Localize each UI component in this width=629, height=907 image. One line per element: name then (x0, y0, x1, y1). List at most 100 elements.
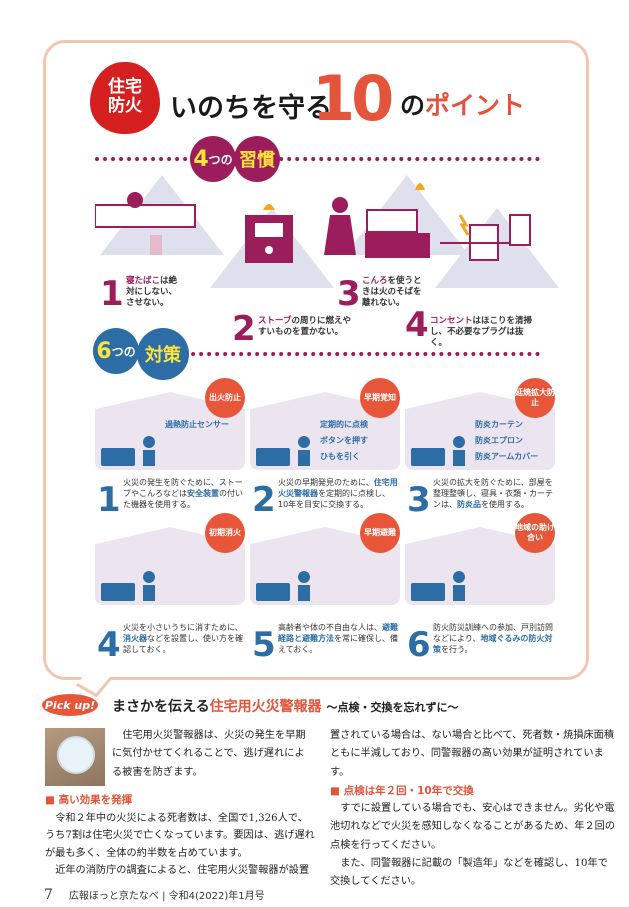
measure-pre: 防火防災訓練への参加、戸別訪問などにより、 (433, 623, 553, 643)
measure-badge: 初期消火 (205, 513, 245, 553)
habit-highlight: 寝たばこ (126, 276, 161, 286)
measure-number: 1 (97, 480, 121, 520)
measure-post: の付いた機器を使用する。 (123, 489, 243, 509)
habit-body: の周りに燃えやすいものを置かない。 (258, 316, 352, 337)
measure-text: 火災の早期発見のために、住宅用火災警報器を定期的に点検し、10年を目安に交換する… (278, 477, 398, 510)
measure-tsu: つの (111, 344, 136, 359)
measure-illustration-icon (256, 436, 310, 466)
habit-number-2: 2 (232, 309, 256, 349)
title-part2: のポイント (400, 86, 525, 122)
pickup-intro: 住宅用火災警報器は、火災の発生を早期に気付かせてくれることで、逃げ遅れによる被害… (112, 730, 306, 778)
subtitle: ～点検・交換を忘れずに～ (326, 701, 459, 714)
section1-p1: 令和２年中の火災による死者数は、全国で1,326人で、うち7割は住宅火災で亡くな… (45, 812, 315, 859)
divider (95, 352, 540, 356)
measure-text: 防火防災訓練への参加、戸別訪問などにより、地域ぐるみの防火対策を行う。 (433, 622, 553, 655)
measure-highlight: 地域ぐるみの防火対策 (433, 634, 553, 654)
measure-pre: 火災を小さいうちに消すために、 (123, 623, 243, 632)
title-black: まさかを伝える (112, 699, 210, 715)
measure-illustration-icon (101, 571, 155, 601)
issue: 令和4(2022)年1月号 (168, 891, 265, 902)
illustration-label: ひもを引く (320, 452, 360, 461)
measure-pre: 火災の早期発見のために、 (278, 478, 374, 487)
measure-text: 火災の拡大を防ぐために、部屋を整理整頓し、寝具・衣類・カーテンは、防炎品を使用す… (433, 477, 553, 510)
habit-number-3: 3 (337, 274, 361, 314)
habit-highlight: コンセント (430, 316, 473, 326)
measure-number: 3 (407, 480, 431, 520)
habit-body: はほこりを清掃し、不必要なプラグは抜く。 (430, 316, 533, 348)
measure-illustration-icon (101, 436, 155, 466)
measure-pre: 火災の発生を防ぐために、ストーブやこんろなどは (123, 478, 243, 498)
measure-badge: 出火防止 (205, 378, 245, 418)
measure-word: 対策 (145, 345, 181, 366)
measure-pre: 火災の拡大を防ぐために、部屋を整理整頓し、寝具・衣類・カーテンは、 (433, 478, 553, 509)
measure-number: 4 (97, 625, 121, 665)
section1-p2: 近年の消防庁の調査によると、住宅用火災警報器が設置されている場合は、ない場合と比… (55, 865, 310, 877)
measure-badge: 早期避難 (360, 513, 400, 553)
illustration-label: 過熱防止センサー (165, 420, 229, 429)
measure-post: を行う。 (441, 645, 473, 654)
measure-text: 火災を小さいうちに消すために、消火器などを設置し、使い方を確認しておく。 (123, 622, 243, 655)
smoke-detector-icon (57, 736, 95, 774)
divider (95, 157, 540, 161)
measure-highlight: 住宅用火災警報器 (278, 478, 398, 498)
flame-badge: 住宅 防火 (90, 62, 160, 134)
pickup-tag: Pick up! (42, 694, 98, 716)
pickup-title: まさかを伝える住宅用火災警報器 ～点検・交換を忘れずに～ (112, 696, 458, 716)
measure-word-circle: 対策 (137, 328, 189, 380)
measure-number: 6 (407, 625, 431, 665)
habit-count: 4 (193, 146, 209, 172)
measure-number: 2 (252, 480, 276, 520)
measure-count: 6 (96, 338, 112, 364)
measure-highlight: 安全装置 (187, 489, 219, 498)
habit-highlight: こんろ (362, 276, 388, 286)
measure-number: 5 (252, 625, 276, 665)
habit-number-1: 1 (100, 274, 124, 314)
measure-badge: 延焼拡大防止 (515, 378, 555, 418)
section2-p1: すでに設置している場合でも、安心はできません。劣化や電池切れなどで火災を感知しな… (330, 803, 616, 851)
habit-tsu: つの (208, 152, 233, 167)
title-red: 住宅用火災警報器 (209, 699, 322, 715)
habit-text-2: ストーブの周りに燃えやすいものを置かない。 (258, 316, 354, 338)
habit-text-1: 寝たばこは絶対にしない、させない。 (126, 276, 184, 309)
outlet-icon (440, 214, 531, 261)
illustration-label: 防炎アームカバー (475, 452, 539, 461)
measure-post: を常に確保し、備えておく。 (278, 634, 398, 654)
measure-badge: 早期覚知 (360, 378, 400, 418)
smoking-in-bed-icon (95, 192, 196, 255)
illustration-label: 防炎カーテン (475, 420, 523, 429)
stove-cooking-icon (324, 183, 430, 258)
measure-illustration-icon (411, 436, 465, 466)
measure-highlight: 消火器 (123, 634, 147, 643)
illustration-label: 防炎エプロン (475, 436, 523, 445)
measure-text: 火災の発生を防ぐために、ストーブやこんろなどは安全装置の付いた機器を使用する。 (123, 477, 243, 510)
separator: | (162, 891, 166, 902)
measure-text: 高齢者や体の不自由な人は、避難経路と避難方法を常に確保し、備えておく。 (278, 622, 398, 655)
measure-badge: 地域の助け合い (515, 513, 555, 553)
habit-word-circle: 習慣 (234, 136, 280, 182)
title-no: の (400, 91, 426, 120)
title-points: ポイント (425, 91, 526, 120)
section1-heading: ■ 高い効果を発揮 (45, 794, 133, 806)
habit-body: を使うときは火のそばを離れない。 (362, 276, 422, 308)
measure-illustration-icon (411, 571, 465, 601)
illustration-label: 定期的に点検 (320, 420, 368, 429)
title-part1: いのちを守る (170, 93, 332, 124)
pickup-left-column: ■ 高い効果を発揮 令和２年中の火災による死者数は、全国で1,326人で、うち7… (45, 792, 315, 880)
habit-text-3: こんろを使うときは火のそばを離れない。 (362, 276, 428, 309)
measure-post: を定期的に点検し、10年を目安に交換する。 (278, 489, 390, 509)
measure-highlight: 避難経路と避難方法 (278, 623, 398, 643)
habit-number-4: 4 (405, 305, 429, 345)
section2-p2: また、同警報器に記載の「製造年」などを確認し、10年で交換してください。 (330, 857, 608, 888)
pickup-right-column: 置されている場合は、ない場合と比べて、死者数・焼損床面積ともに半減しており、同警… (330, 727, 616, 891)
habit-body: は絶対にしない、させない。 (126, 276, 178, 308)
measure-pre: 高齢者や体の不自由な人は、 (278, 623, 382, 632)
continuation-note: 置されている場合は、ない場合と比べて、死者数・焼損床面積ともに半減しており、同警… (330, 730, 615, 778)
measure-illustration-icon (256, 571, 310, 601)
measure-post: を使用する。 (481, 500, 529, 509)
section2-heading: ■ 点検は年２回・10年で交換 (330, 785, 474, 797)
stove-icon (245, 204, 293, 263)
title-number: 10 (312, 62, 394, 135)
